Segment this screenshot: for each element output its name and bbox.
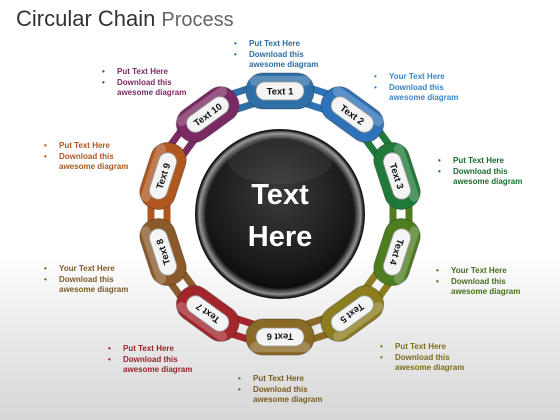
callout-line: Download this (42, 275, 128, 286)
callout-line: Download this (434, 277, 520, 288)
center-text-line-1: Text (251, 179, 309, 211)
callout-line: awesome diagram (395, 363, 465, 372)
chain-link-3: Text 3 (373, 142, 421, 210)
chain-link-label: Text 6 (267, 331, 294, 342)
callout-line: Download this (378, 353, 464, 364)
callout-line: awesome diagram (453, 177, 523, 186)
callout-line: awesome diagram (59, 162, 129, 171)
callout-line: awesome diagram (59, 285, 129, 294)
callout-heading: Your Text Here (434, 266, 520, 277)
title-main: Circular Chain (16, 6, 156, 31)
callout-line: Download this (372, 83, 458, 94)
callout-heading: Put Text Here (436, 156, 522, 167)
callout-line: Download this (42, 152, 128, 163)
center-sphere: Text Here (195, 129, 365, 299)
callout-line: Download this (436, 167, 522, 178)
callout-line: awesome diagram (451, 287, 521, 296)
chain-link-1: Text 1 (245, 72, 315, 110)
callout-line: awesome diagram (117, 88, 187, 97)
chain-link-4: Text 4 (373, 218, 421, 286)
chain-link-9: Text 9 (139, 142, 187, 210)
chain-link-label: Text 1 (267, 87, 294, 98)
callout-heading: Put Text Here (236, 374, 322, 385)
callout-line: Download this (232, 50, 318, 61)
chain-link-5: Text 5 (320, 285, 385, 342)
callout-heading: Put Text Here (100, 67, 186, 78)
callout-heading: Put Text Here (232, 39, 318, 50)
callout-line: awesome diagram (389, 93, 459, 102)
chain-link-8: Text 8 (139, 218, 187, 286)
center-text-line-2: Here (248, 221, 313, 253)
title-sub: Process (161, 9, 234, 31)
callout-line: awesome diagram (253, 395, 323, 404)
callout-line: Download this (106, 355, 192, 366)
callout-heading: Your Text Here (372, 72, 458, 83)
callout-heading: Your Text Here (42, 264, 128, 275)
chain-link-10: Text 10 (175, 86, 240, 143)
callout-line: Download this (236, 385, 322, 396)
callout-line: awesome diagram (249, 60, 319, 69)
callout-line: awesome diagram (123, 365, 193, 374)
chain-link-6: Text 6 (245, 318, 315, 356)
callout-heading: Put Text Here (106, 344, 192, 355)
callout-heading: Put Text Here (378, 342, 464, 353)
chain-link-2: Text 2 (320, 86, 385, 143)
callout-heading: Put Text Here (42, 141, 128, 152)
callout-line: Download this (100, 78, 186, 89)
chain-link-7: Text 7 (175, 285, 240, 342)
